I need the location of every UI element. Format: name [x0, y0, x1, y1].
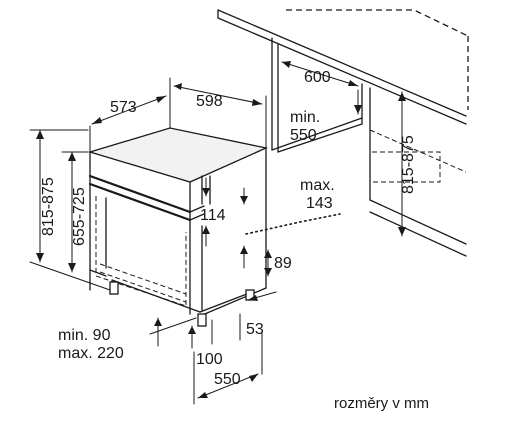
- label-573: 573: [110, 99, 137, 116]
- label-89: 89: [274, 255, 292, 272]
- label-max: max.: [300, 177, 335, 194]
- max-143-leader: [245, 213, 341, 235]
- units-caption: rozměry v mm: [334, 395, 429, 412]
- label-550-bottom: 550: [214, 371, 241, 388]
- label-min-90: min. 90: [58, 327, 111, 344]
- label-550-top: 550: [290, 127, 317, 144]
- label-815-875-left: 815-875: [40, 177, 57, 236]
- label-815-875-right: 815-875: [400, 135, 417, 194]
- countertop-cabinet: [217, 9, 469, 257]
- label-100: 100: [196, 351, 223, 368]
- label-600: 600: [304, 69, 331, 86]
- label-114: 114: [200, 207, 226, 224]
- dimension-labels: 573 598 600 min. 550 815-875 655-725 815…: [40, 69, 429, 412]
- arrowheads: [36, 61, 406, 398]
- label-max-220: max. 220: [58, 345, 124, 362]
- label-53: 53: [246, 321, 264, 338]
- label-min: min.: [290, 109, 320, 126]
- label-655-725: 655-725: [71, 187, 88, 246]
- label-143: 143: [306, 195, 333, 212]
- dishwasher-body: [87, 127, 269, 327]
- label-598: 598: [196, 93, 223, 110]
